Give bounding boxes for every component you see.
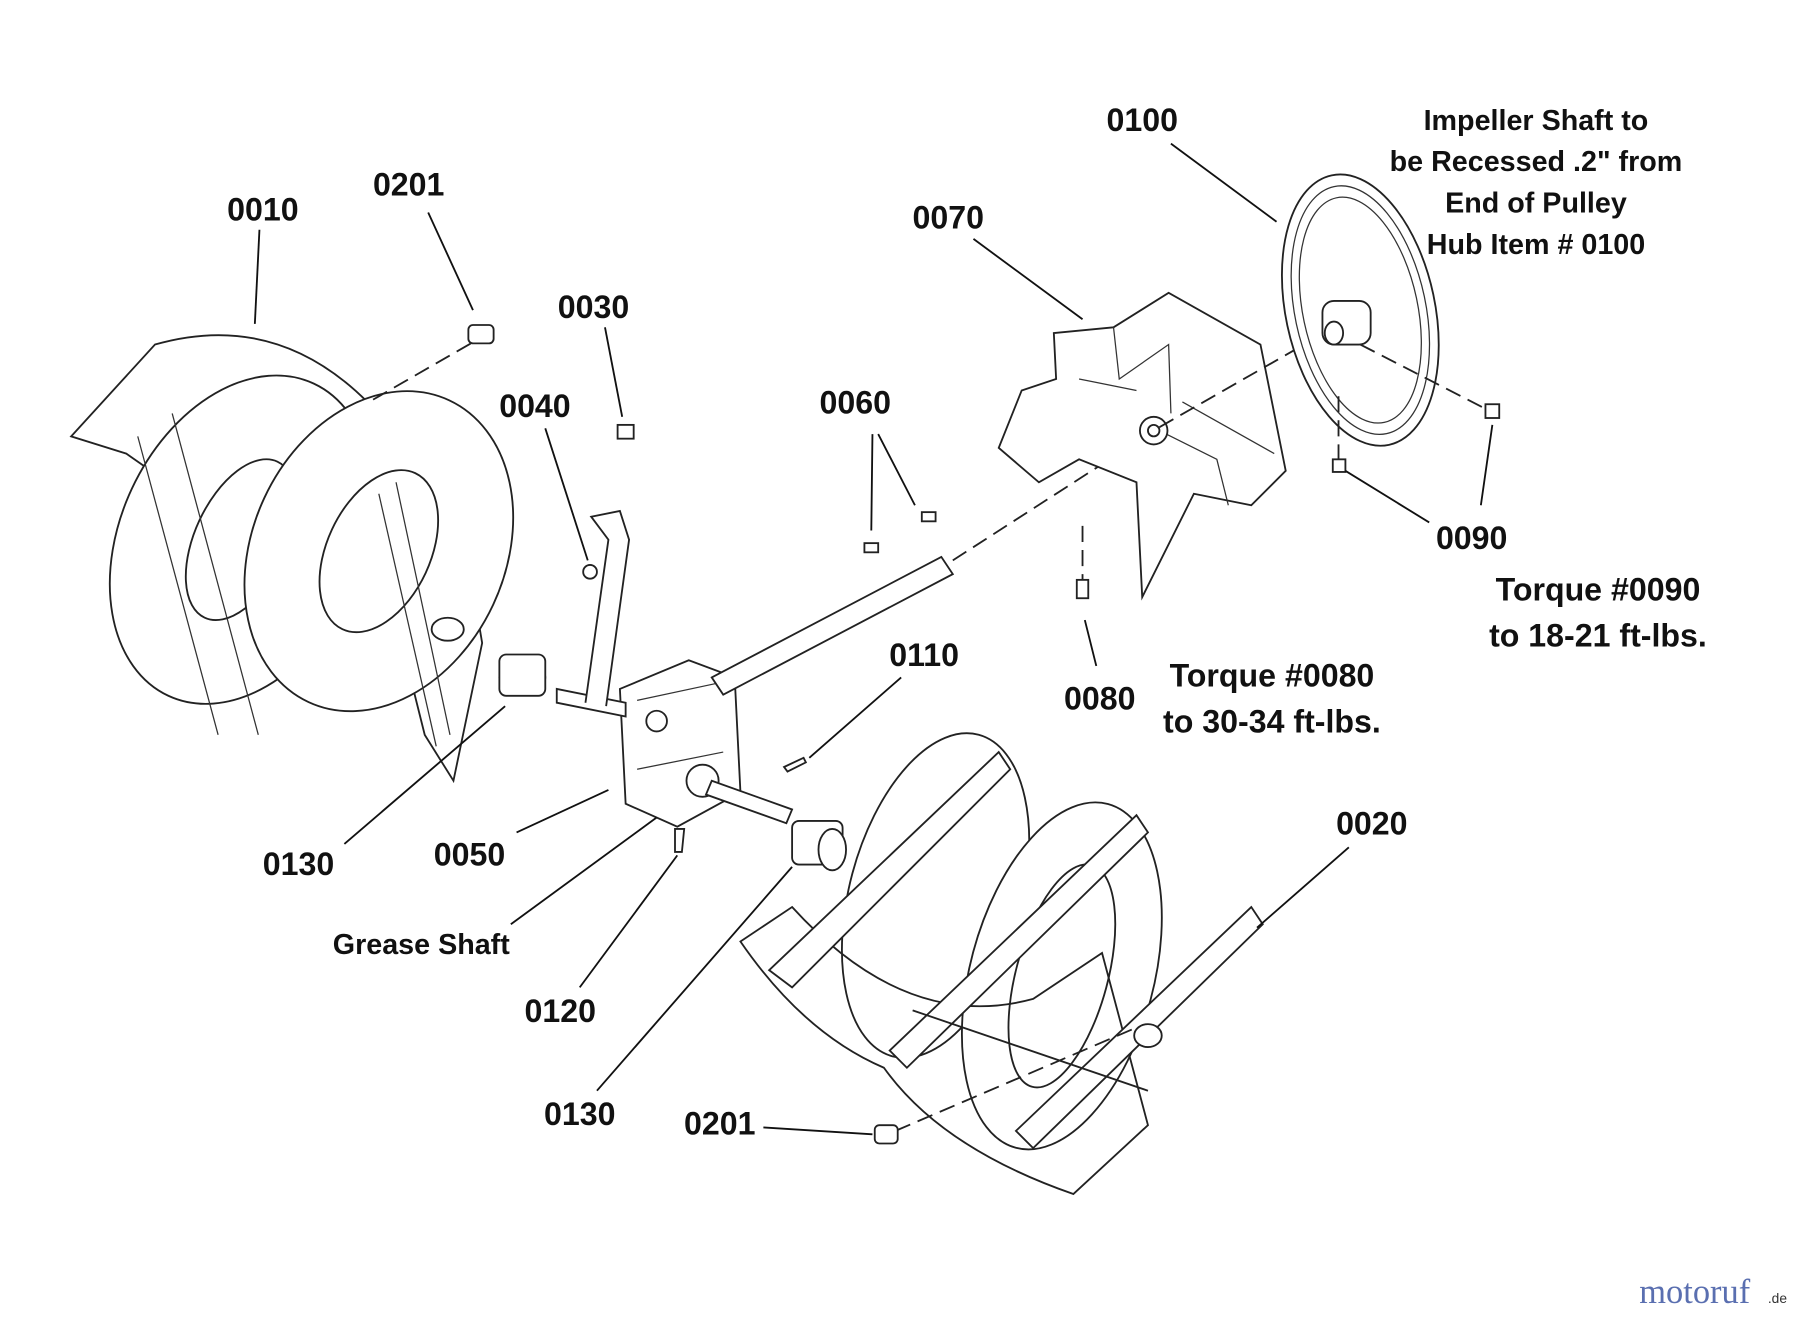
callout-0130-bottom: 0130 [544,1096,615,1132]
key-0060-b [920,511,937,523]
callout-0201-top: 0201 [373,166,444,202]
callout-0080: 0080 [1064,681,1135,717]
leader-lines [253,142,1494,1136]
bolt-0090-a [1484,403,1501,419]
pin-0120 [674,828,686,853]
watermark-suffix: .de [1768,1291,1787,1306]
callout-0010: 0010 [227,192,298,228]
callout-0060: 0060 [819,384,890,420]
bolt-0201-top [467,324,495,345]
callout-0020: 0020 [1336,806,1407,842]
pulley-0100 [1281,173,1440,447]
callout-grease-shaft: Grease Shaft [333,929,510,961]
callout-0030: 0030 [558,289,629,325]
torque-0090-note: Torque #0090 to 18-21 ft-lbs. [1489,572,1707,654]
impeller-note: Impeller Shaft to be Recessed .2" from E… [1390,105,1683,261]
bolt-0030 [616,423,635,440]
note-line: be Recessed .2" from [1390,146,1683,178]
callout-0070: 0070 [912,200,983,236]
callout-0120: 0120 [524,993,595,1029]
pulley-centerline [1337,343,1491,460]
worm-shaft [710,555,955,696]
grease-shaft-arm [584,509,631,707]
pin-0110 [782,756,808,773]
note-line: Torque #0080 [1170,658,1375,694]
callout-0100: 0100 [1106,102,1177,138]
note-line: End of Pulley [1445,188,1627,220]
callout-0050: 0050 [434,837,505,873]
note-line: to 30-34 ft-lbs. [1163,704,1381,740]
callout-0090: 0090 [1436,520,1507,556]
torque-0080-note: Torque #0080 to 30-34 ft-lbs. [1163,658,1381,740]
note-line: Impeller Shaft to [1424,105,1649,137]
callout-0110: 0110 [889,637,959,673]
callout-0201-bottom: 0201 [684,1105,755,1141]
callout-0130-left: 0130 [263,846,334,882]
nut-0040 [582,564,598,580]
auger-right [739,732,1264,1196]
note-line: to 18-21 ft-lbs. [1489,617,1707,653]
watermark-text: motoruf [1639,1273,1750,1311]
auger-left [69,334,515,784]
auger-shaft [704,779,794,825]
bolt-0080 [1075,578,1090,600]
bushing-0130-left-body [498,653,547,697]
note-line: Torque #0090 [1496,572,1701,608]
bolt-0090-b [1331,458,1347,473]
bolt-0201-bottom [873,1124,899,1145]
callout-0040: 0040 [499,388,570,424]
key-0060-a [863,542,880,554]
watermark-logo: motoruf .de [1639,1273,1787,1311]
centerline [372,341,474,401]
note-line: Hub Item # 0100 [1427,229,1645,261]
impeller-0070 [997,291,1287,601]
